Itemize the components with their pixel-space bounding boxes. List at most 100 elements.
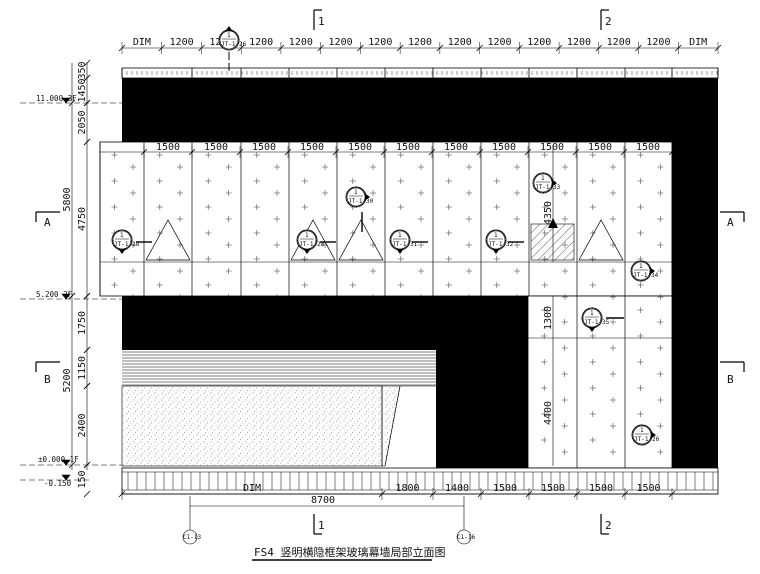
dimension-label: 1750 xyxy=(77,311,88,335)
dimension-label: 5800 xyxy=(62,187,73,211)
dimension-label: 1500 xyxy=(204,142,228,153)
dimension-label: 1200 xyxy=(646,37,670,48)
dimension-label: 1200 xyxy=(567,37,591,48)
dimension-label: 1200 xyxy=(170,37,194,48)
louver-band xyxy=(122,351,436,386)
hatched-panel xyxy=(530,223,575,261)
level-2f: 5.200 2F xyxy=(36,290,73,299)
dimension-lines xyxy=(71,47,718,495)
detail-tag: JT-1-33 xyxy=(535,184,561,191)
detail-tag: JT-1-30 xyxy=(348,198,374,205)
dimension-label: 1500 xyxy=(540,142,564,153)
detail-callout[interactable]: 1JT-1-28 xyxy=(111,229,140,254)
dimension-label: 1500 xyxy=(444,142,468,153)
section-arrow xyxy=(548,218,558,228)
dimension-label: 1500 xyxy=(589,483,613,494)
dimension-label: 1200 xyxy=(329,37,353,48)
dimension-label: 2050 xyxy=(77,110,88,134)
detail-tag: JT-1-31 xyxy=(392,241,418,248)
detail-tag: JT-1-34 xyxy=(633,272,659,279)
axis-tag-right: C1-16 xyxy=(457,534,475,541)
detail-tag: JT-1-26 xyxy=(221,41,247,48)
dimension-label: DIM xyxy=(689,37,707,48)
svg-text:1: 1 xyxy=(227,32,231,39)
detail-callout[interactable]: 1JT-1-32 xyxy=(485,229,514,254)
stone-finish-area xyxy=(121,385,383,467)
detail-tag: JT-1-26 xyxy=(634,436,660,443)
detail-callout[interactable]: 1JT-1-26 xyxy=(631,424,660,446)
inner-dim-4350: 4350 xyxy=(543,201,554,225)
axis-bubble-c1-13 xyxy=(182,529,198,545)
axis-tag-left: C1-13 xyxy=(183,534,201,541)
top-coping-strip xyxy=(121,67,719,79)
top-dimension-row: DIM 1200 1200 1200 1200 1200 1200 1200 1200 1200 1… xyxy=(118,37,722,54)
vent-triangles xyxy=(145,219,624,261)
dimension-label: 1500 xyxy=(636,142,660,153)
dimension-label: 1150 xyxy=(77,356,88,380)
detail-tag: JT-1-32 xyxy=(488,241,514,248)
solid-wall-upper xyxy=(122,78,718,468)
detail-callouts: 1JT-1-261JT-1-281JT-1-281JT-1-301JT-1-31… xyxy=(111,26,660,446)
detail-callout[interactable]: 1JT-1-31 xyxy=(389,229,418,254)
dimension-label: 1500 xyxy=(637,483,661,494)
dimension-label: 1200 xyxy=(527,37,551,48)
inner-dim-4400: 4400 xyxy=(543,401,554,425)
level-ground: -0.150 xyxy=(44,479,72,488)
svg-text:1: 1 xyxy=(354,189,358,196)
dimension-label: 1500 xyxy=(588,142,612,153)
dimension-label: DIM xyxy=(243,483,261,494)
svg-text:1: 1 xyxy=(541,175,545,182)
dimension-label: 1200 xyxy=(408,37,432,48)
section-mark-b-left: B xyxy=(44,373,51,386)
dimension-label: 1200 xyxy=(289,37,313,48)
axis-bubble-c1-16 xyxy=(456,529,472,545)
section-mark-2-bottom: 2 xyxy=(605,519,612,532)
detail-callout[interactable]: 1JT-1-26 xyxy=(218,26,247,51)
solid-wall-lower xyxy=(122,296,528,468)
dimension-label: 2400 xyxy=(77,413,88,437)
detail-tag: JT-1-28 xyxy=(299,241,325,248)
panel-dimension-row: 1500 1500 1500 1500 1500 1500 1500 1500 1500 1500… xyxy=(140,142,676,158)
svg-text:1: 1 xyxy=(120,232,124,239)
section-mark-1-bottom: 1 xyxy=(318,519,325,532)
dimension-label: 1200 xyxy=(487,37,511,48)
section-mark-b-right: B xyxy=(727,373,734,386)
dimension-label: 1500 xyxy=(156,142,180,153)
dimension-label: 1500 xyxy=(300,142,324,153)
svg-text:1: 1 xyxy=(398,232,402,239)
dimension-label: 1500 xyxy=(396,142,420,153)
level-markers xyxy=(20,97,122,481)
dimension-label: 1500 xyxy=(348,142,372,153)
section-mark-a-left: A xyxy=(44,216,51,229)
dimension-label: 1200 xyxy=(607,37,631,48)
dimension-label: 1200 xyxy=(368,37,392,48)
section-mark-2-top: 2 xyxy=(605,15,612,28)
dimension-label: 1400 xyxy=(445,483,469,494)
overall-dim-line xyxy=(189,496,465,530)
dimension-label: 1500 xyxy=(252,142,276,153)
dimension-label: 1450 xyxy=(77,78,88,102)
detail-callout[interactable]: 1JT-1-34 xyxy=(630,260,659,282)
bottom-plinth xyxy=(121,467,719,495)
dimension-label: 1200 xyxy=(448,37,472,48)
detail-callout[interactable]: 1JT-1-33 xyxy=(532,172,561,194)
svg-text:1: 1 xyxy=(640,427,644,434)
detail-callout[interactable]: 1JT-1-35 xyxy=(581,307,610,332)
dimension-label: DIM xyxy=(133,37,151,48)
detail-tag: JT-1-28 xyxy=(114,241,140,248)
section-lines xyxy=(35,9,745,535)
section-mark-a-right: A xyxy=(727,216,734,229)
entrance-slope xyxy=(381,385,401,467)
dimension-label: 1500 xyxy=(492,142,516,153)
dimension-label: 1800 xyxy=(396,483,420,494)
top-strip-ticks xyxy=(121,68,719,78)
glass-band-upper xyxy=(99,141,673,297)
detail-tag: JT-1-35 xyxy=(584,319,610,326)
overall-width: 8700 xyxy=(311,495,335,506)
detail-callout[interactable]: 1JT-1-28 xyxy=(296,229,325,254)
detail-callout[interactable]: 1JT-1-30 xyxy=(345,186,374,208)
dimension-label: 150 xyxy=(77,470,88,488)
